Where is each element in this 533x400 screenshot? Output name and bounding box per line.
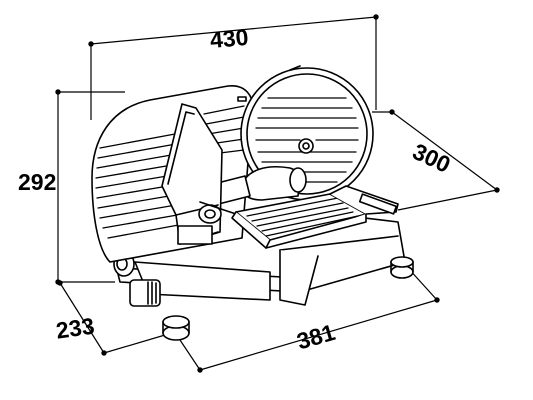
base-depth-dimension-line [57,280,166,356]
base-depth-label: 233 [54,313,96,344]
width-label: 430 [209,24,249,53]
slicer-feet [162,256,414,341]
carriage-tray [231,185,399,249]
base-width-label: 381 [294,319,338,355]
food-holder [161,103,237,245]
height-label: 292 [18,169,56,195]
depth-dimension-line [372,109,500,211]
width-dimension-line [88,14,379,120]
depth-label: 300 [409,138,455,178]
slicer-machine [91,65,414,341]
